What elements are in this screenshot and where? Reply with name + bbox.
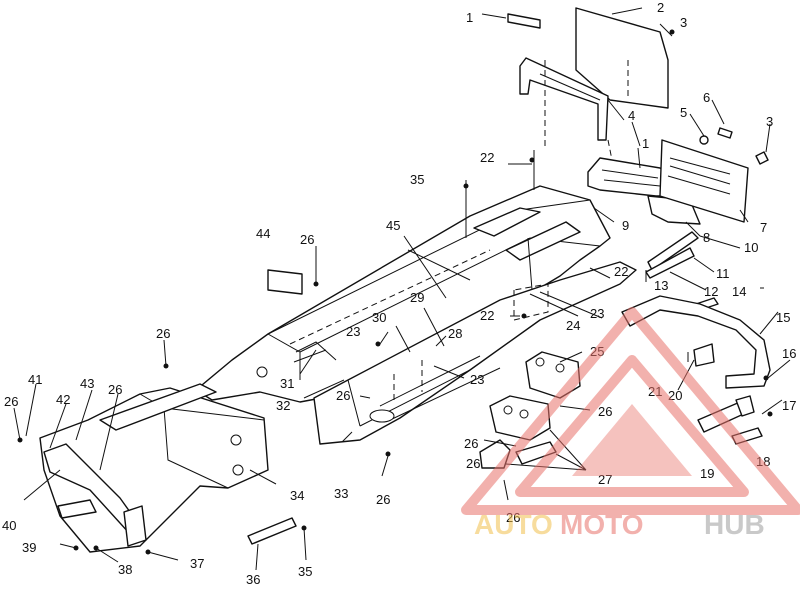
callout-45: 45 xyxy=(386,218,400,233)
callout-31: 31 xyxy=(280,376,294,391)
bracket-part xyxy=(693,343,715,367)
callout-26j: 26 xyxy=(156,326,170,341)
callout-26f: 26 xyxy=(466,456,480,471)
callout-22: 22 xyxy=(480,150,494,165)
callout-4: 4 xyxy=(628,108,635,123)
callout-26h: 26 xyxy=(108,382,122,397)
callout-11: 11 xyxy=(716,266,730,281)
callout-27: 27 xyxy=(598,472,612,487)
callout-32: 32 xyxy=(276,398,290,413)
callout-22b: 22 xyxy=(614,264,628,279)
callout-35: 35 xyxy=(410,172,424,187)
callout-43: 43 xyxy=(80,376,94,391)
callout-29: 29 xyxy=(410,290,424,305)
callout-35b: 35 xyxy=(298,564,312,579)
bumper-bracket-part xyxy=(587,139,749,225)
front-frame-part xyxy=(39,383,269,553)
callout-38: 38 xyxy=(118,562,132,577)
callout-37: 37 xyxy=(190,556,204,571)
front-bracket-part xyxy=(519,57,609,141)
callout-26c: 26 xyxy=(336,388,350,403)
callout-13: 13 xyxy=(654,278,668,293)
callout-16: 16 xyxy=(782,346,796,361)
callout-26i: 26 xyxy=(4,394,18,409)
callout-44: 44 xyxy=(256,226,270,241)
callout-3: 3 xyxy=(680,15,687,30)
callout-23b: 23 xyxy=(590,306,604,321)
rail-part-2 xyxy=(247,517,297,545)
callout-7: 7 xyxy=(760,220,767,235)
bracket-assembly-part xyxy=(479,351,581,469)
fastener-dots xyxy=(17,29,773,555)
watermark-auto: AUTO xyxy=(474,509,553,540)
callout-22c: 22 xyxy=(480,308,494,323)
callout-34: 34 xyxy=(290,488,304,503)
callout-5: 5 xyxy=(680,105,687,120)
rear-tunnel-part xyxy=(313,261,637,445)
watermark-hub: HUB xyxy=(704,509,765,540)
bolt-part xyxy=(717,127,733,139)
callout-36: 36 xyxy=(246,572,260,587)
callout-9: 9 xyxy=(622,218,629,233)
hitch-pad-part xyxy=(735,395,755,417)
callout-26b: 26 xyxy=(598,404,612,419)
callout-19: 19 xyxy=(700,466,714,481)
callout-1b: 1 xyxy=(642,136,649,151)
decal-part xyxy=(507,13,541,29)
watermark-logo: AUTO MOTO HUB xyxy=(461,307,800,540)
callout-33: 33 xyxy=(334,486,348,501)
callout-6: 6 xyxy=(703,90,710,105)
callout-12: 12 xyxy=(704,284,718,299)
watermark-triangle-icon xyxy=(461,307,800,515)
side-plate-part-2 xyxy=(645,247,695,279)
plate-part xyxy=(267,269,303,295)
nut-part-2 xyxy=(755,151,769,165)
callout-42: 42 xyxy=(56,392,70,407)
callout-41: 41 xyxy=(28,372,42,387)
callout-26e: 26 xyxy=(464,436,478,451)
side-plate-part xyxy=(647,231,699,271)
callout-23c: 23 xyxy=(470,372,484,387)
tunnel-part xyxy=(195,185,611,403)
callout-23: 23 xyxy=(346,324,360,339)
leader-lines xyxy=(13,7,791,571)
callout-24: 24 xyxy=(566,318,580,333)
callout-3b: 3 xyxy=(766,114,773,129)
callout-15: 15 xyxy=(776,310,790,325)
callout-26: 26 xyxy=(300,232,314,247)
callout-40: 40 xyxy=(2,518,16,533)
callout-10: 10 xyxy=(744,240,758,255)
callout-17: 17 xyxy=(782,398,796,413)
watermark-moto: MOTO xyxy=(560,509,643,540)
callout-14: 14 xyxy=(732,284,746,299)
callout-39: 39 xyxy=(22,540,36,555)
callout-8: 8 xyxy=(703,230,710,245)
callout-30: 30 xyxy=(372,310,386,325)
callout-26d: 26 xyxy=(376,492,390,507)
callout-28: 28 xyxy=(448,326,462,341)
callout-1: 1 xyxy=(466,10,473,25)
callout-2: 2 xyxy=(657,0,664,15)
rail-part xyxy=(293,341,337,363)
washer-part xyxy=(699,135,709,145)
front-plate-part xyxy=(575,7,669,109)
rear-bumper-part xyxy=(621,295,771,389)
